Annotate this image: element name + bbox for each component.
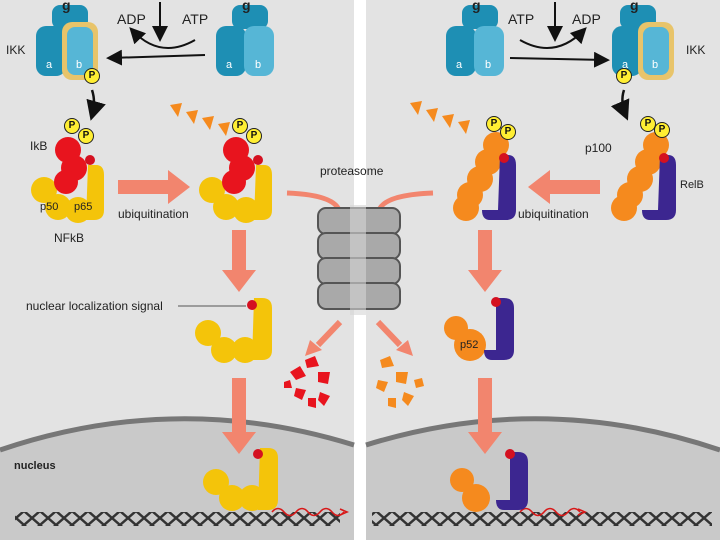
p65-label: p65 [74, 201, 93, 213]
ikb-nfkb-complex [31, 137, 104, 223]
ikk-complex-left [36, 5, 98, 80]
ikk-inactive-right [446, 5, 504, 76]
ikk-g-label-left: g [62, 0, 71, 13]
ikb-label: IkB [30, 139, 48, 153]
phospho-badge: P [232, 118, 248, 134]
dna-left [15, 512, 340, 526]
ikk-b-label-right: b [652, 59, 659, 71]
ubiquitin-chain-left [170, 103, 230, 136]
nfkb-label: NFkB [54, 231, 84, 245]
nuclear-nfkb [203, 448, 278, 511]
proteasome [317, 205, 401, 315]
free-nfkb [195, 298, 272, 363]
p52-label: p52 [460, 339, 479, 351]
ikk-inactive-left [216, 5, 274, 76]
ikk-complex-right-active [612, 5, 674, 80]
adp-label-left: ADP [117, 11, 146, 27]
ikk-b-label-left: b [76, 59, 83, 71]
phospho-badge: P [654, 122, 670, 138]
nls-label: nuclear localization signal [26, 299, 163, 313]
ubiquitin-chain-right [410, 101, 470, 134]
ubiquitinated-ikb-nfkb [199, 137, 272, 223]
p100-relb-complex [611, 132, 676, 221]
atp-label-right: ATP [508, 11, 535, 27]
ikk-b-label-inactive-right: b [485, 59, 492, 71]
phospho-badge: P [616, 68, 632, 84]
phospho-badge: P [486, 116, 502, 132]
proteasome-label: proteasome [320, 164, 384, 178]
nucleus-label: nucleus [14, 460, 56, 472]
phospho-badge: P [84, 68, 100, 84]
degraded-ikb [284, 356, 330, 408]
atp-label-left: ATP [182, 11, 209, 27]
phospho-badge: P [246, 128, 262, 144]
p52-relb [444, 297, 514, 361]
dna-right [372, 512, 712, 526]
p100-label: p100 [585, 141, 612, 155]
adp-label-right: ADP [572, 11, 601, 27]
ikk-label-left: IKK [6, 43, 26, 57]
ikk-a-label-left: a [46, 59, 53, 71]
ikk-a-label-inactive-left: a [226, 59, 233, 71]
degraded-p100 [376, 356, 424, 408]
ubiquitination-label-right: ubiquitination [518, 207, 589, 221]
ikk-g-label-right: g [630, 0, 639, 13]
nuclear-p52-relb [450, 449, 528, 512]
phospho-badge: P [64, 118, 80, 134]
relb-label: RelB [680, 179, 704, 191]
ubiquitination-label-left: ubiquitination [118, 207, 189, 221]
ikk-a-label-inactive-right: a [456, 59, 463, 71]
ikk-g-label-inactive-left: g [242, 0, 251, 13]
p50-label: p50 [40, 201, 59, 213]
nucleus-right [366, 418, 720, 540]
flow-arrows [118, 170, 600, 454]
ikk-a-label-right: a [622, 59, 629, 71]
ikk-label-right: IKK [686, 43, 706, 57]
phospho-badge: P [78, 128, 94, 144]
phospho-badge: P [500, 124, 516, 140]
ikk-g-label-inactive-right: g [472, 0, 481, 13]
ikk-b-label-inactive-left: b [255, 59, 262, 71]
